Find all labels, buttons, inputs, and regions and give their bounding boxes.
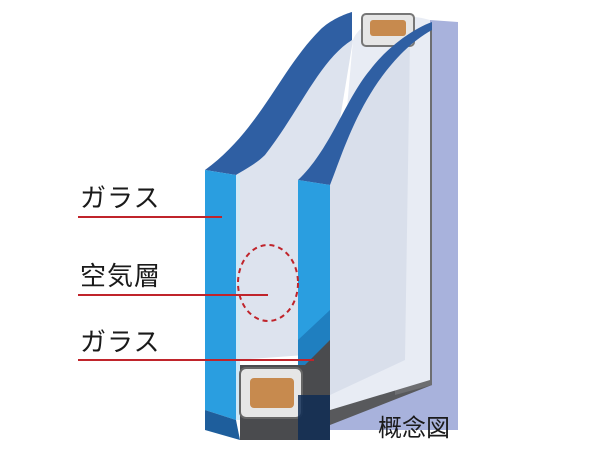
label-glass-inner: ガラス <box>80 328 161 358</box>
top-desiccant <box>370 20 406 36</box>
air-layer-marker <box>237 244 299 322</box>
back-pane <box>330 20 458 430</box>
diagram-caption: 概念図 <box>378 414 450 442</box>
front-base-right <box>298 395 330 440</box>
front-glass-edge <box>236 175 240 420</box>
front-base <box>205 410 240 440</box>
label-glass-outer: ガラス <box>80 184 161 214</box>
second-glass-top <box>298 22 432 185</box>
label-air-layer: 空気層 <box>80 262 162 292</box>
front-glass-top <box>205 12 352 175</box>
bottom-desiccant <box>250 378 294 408</box>
